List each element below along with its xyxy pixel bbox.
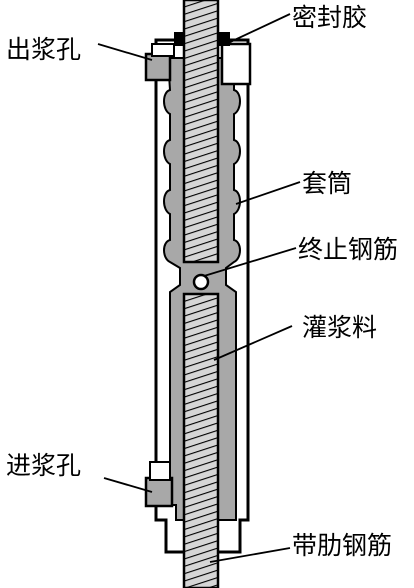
- label-sleeve: 套筒: [302, 169, 352, 198]
- label-seal: 密封胶: [292, 3, 367, 32]
- inlet-port: [144, 461, 174, 508]
- leader-lines: [97, 13, 301, 563]
- outlet-port: [144, 43, 175, 82]
- label-stop-bar: 终止钢筋: [298, 235, 398, 264]
- label-outlet: 出浆孔: [6, 35, 81, 64]
- ribbed-bar-upper: [182, 0, 220, 264]
- stop-pin: [192, 273, 210, 291]
- ribbed-bar-lower: [182, 292, 220, 588]
- label-inlet: 进浆孔: [6, 451, 81, 480]
- label-ribbed-bar: 带肋钢筋: [292, 531, 392, 560]
- label-grout: 灌浆料: [302, 313, 377, 342]
